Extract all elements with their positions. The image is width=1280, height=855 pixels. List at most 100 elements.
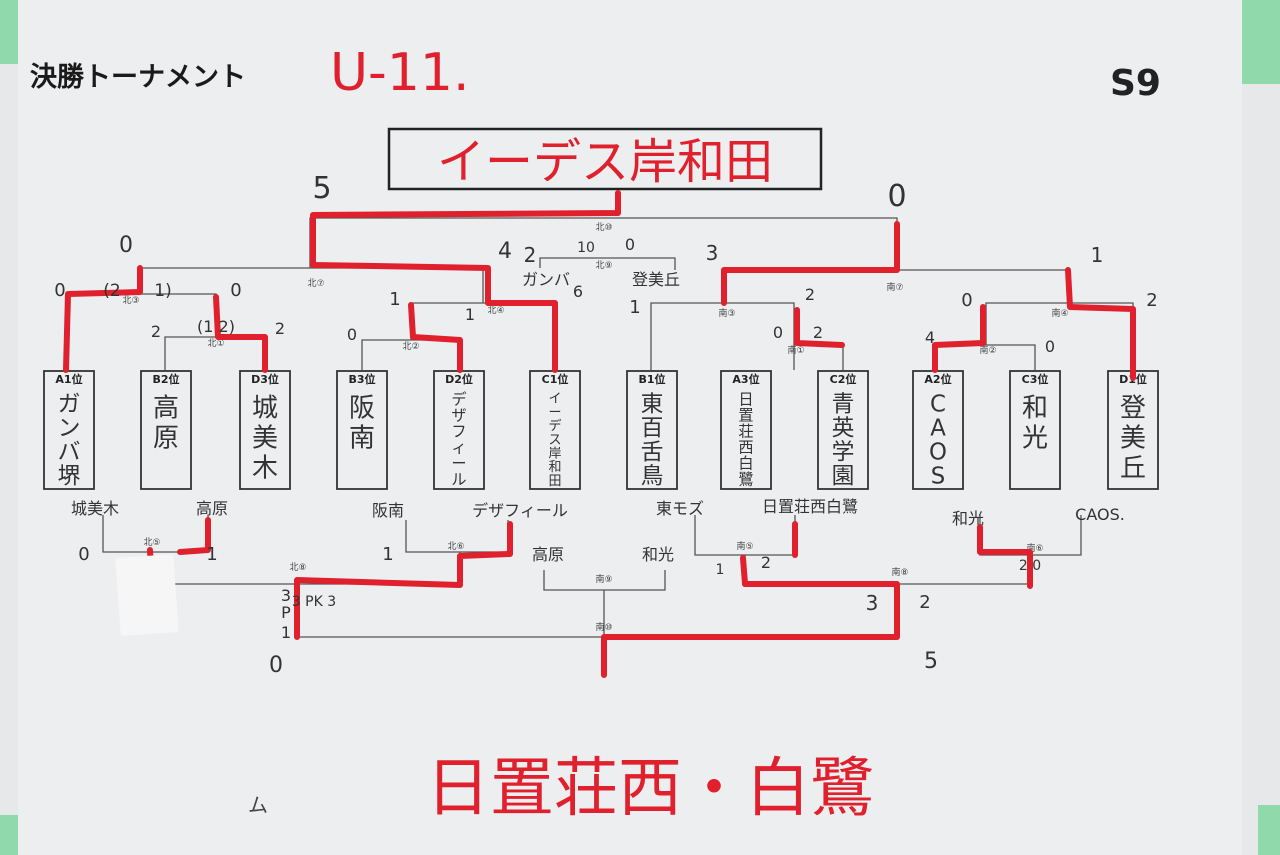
score: 0 xyxy=(54,280,65,301)
match-label: 南⑩ xyxy=(595,621,612,633)
match-label: 南① xyxy=(787,344,804,356)
score: 0 xyxy=(230,280,241,301)
score: 1 xyxy=(389,289,400,310)
winner-path xyxy=(977,524,1033,589)
team-name: 高原 xyxy=(153,394,179,454)
team-box-frame xyxy=(626,370,678,490)
team-seed: C3位 xyxy=(1022,372,1049,386)
score: 0 xyxy=(119,233,133,258)
consolation-name: 日置荘西白鷺 xyxy=(762,497,858,516)
score: 5 xyxy=(312,171,331,206)
team-name: ガンバ堺 xyxy=(58,391,81,489)
score: 4 xyxy=(925,328,935,347)
score: 0 xyxy=(961,290,972,311)
team-boxes: A1位ガンバ堺B2位高原D3位城美木B3位阪南D2位デザフィールC1位イーデス岸… xyxy=(43,370,1159,490)
consolation-name: 和光 xyxy=(952,509,984,528)
winner-path xyxy=(794,307,845,348)
score: 1 xyxy=(206,544,217,565)
score: 1 xyxy=(716,562,725,578)
paper xyxy=(18,0,1242,855)
score: 2 xyxy=(761,553,771,572)
score: 10 xyxy=(577,240,595,256)
score: 5 xyxy=(924,649,938,674)
age-group: U-11. xyxy=(330,43,470,103)
match-label: 北⑧ xyxy=(289,562,306,573)
match-label: 北⑤ xyxy=(143,537,160,548)
score: 3 xyxy=(706,241,719,265)
team-name: 和光 xyxy=(1022,394,1048,454)
tape-bottom-left xyxy=(0,815,20,855)
score: 1 xyxy=(465,305,475,324)
team-name: 阪南 xyxy=(349,394,375,454)
score: 6 xyxy=(573,282,583,301)
team-box-frame xyxy=(1009,370,1061,490)
team-box-frame xyxy=(140,370,192,490)
consolation-name: 高原 xyxy=(532,545,564,564)
score: 3 xyxy=(281,586,291,605)
team-seed: C2位 xyxy=(830,372,857,386)
score: 1 xyxy=(629,297,640,318)
corner-mark: ム xyxy=(248,793,268,817)
score: (1 2) xyxy=(197,317,235,336)
consolation-name: ガンバ xyxy=(522,270,570,289)
score: 4 xyxy=(498,239,512,264)
match-label: 南③ xyxy=(718,307,735,319)
consolation-name: 阪南 xyxy=(372,501,404,520)
team-box-frame xyxy=(912,370,964,490)
score: 3 xyxy=(866,591,879,615)
champion-box xyxy=(387,127,823,191)
consolation-name: CAOS. xyxy=(1075,505,1125,524)
consolation-name: 和光 xyxy=(642,545,674,564)
score: (2 xyxy=(103,281,120,301)
match-label: 南④ xyxy=(1051,307,1068,319)
team-seed: B3位 xyxy=(348,372,375,386)
tape-top-right xyxy=(1238,0,1280,84)
match-label: 南⑧ xyxy=(891,566,908,578)
header-title: 決勝トーナメント xyxy=(30,62,246,93)
consolation-name: デザフィール xyxy=(472,501,568,520)
team-seed: A1位 xyxy=(55,372,82,386)
bracket-line xyxy=(539,257,676,270)
team-name: 日置荘西白鷺 xyxy=(738,391,753,489)
team-name: デザフィール xyxy=(451,391,466,489)
match-label: 北⑥ xyxy=(447,541,464,552)
score: 0 xyxy=(1045,337,1055,356)
team-box-frame xyxy=(817,370,869,490)
match-label: 北④ xyxy=(487,305,504,316)
match-label: 北② xyxy=(402,341,419,352)
score: 0 xyxy=(887,179,906,214)
match-label: 南⑨ xyxy=(595,573,612,585)
score: 3 PK 3 xyxy=(292,594,336,610)
winner-path xyxy=(213,294,268,373)
team-name: 城美木 xyxy=(252,394,278,484)
match-label: 南⑦ xyxy=(886,281,903,293)
score: 1 xyxy=(281,623,291,642)
match-label: 南⑤ xyxy=(736,540,753,552)
match-label: 南② xyxy=(979,344,996,356)
team-seed: C1位 xyxy=(542,372,569,386)
match-label: 北③ xyxy=(122,295,139,306)
score: 0 xyxy=(625,235,635,254)
team-name: 登美丘 xyxy=(1120,394,1146,484)
score: 2 xyxy=(1146,290,1157,311)
winner-path xyxy=(294,521,513,640)
team-seed: B1位 xyxy=(638,372,665,386)
score: 1 xyxy=(382,544,393,565)
score: 0 xyxy=(269,653,283,678)
team-box-frame xyxy=(720,370,772,490)
score: 2 xyxy=(813,323,823,342)
team-seed: D3位 xyxy=(251,372,279,386)
paper-patch xyxy=(115,554,179,636)
winner-path xyxy=(177,517,211,555)
score: 2 xyxy=(805,285,815,304)
score: 2 xyxy=(275,319,285,338)
